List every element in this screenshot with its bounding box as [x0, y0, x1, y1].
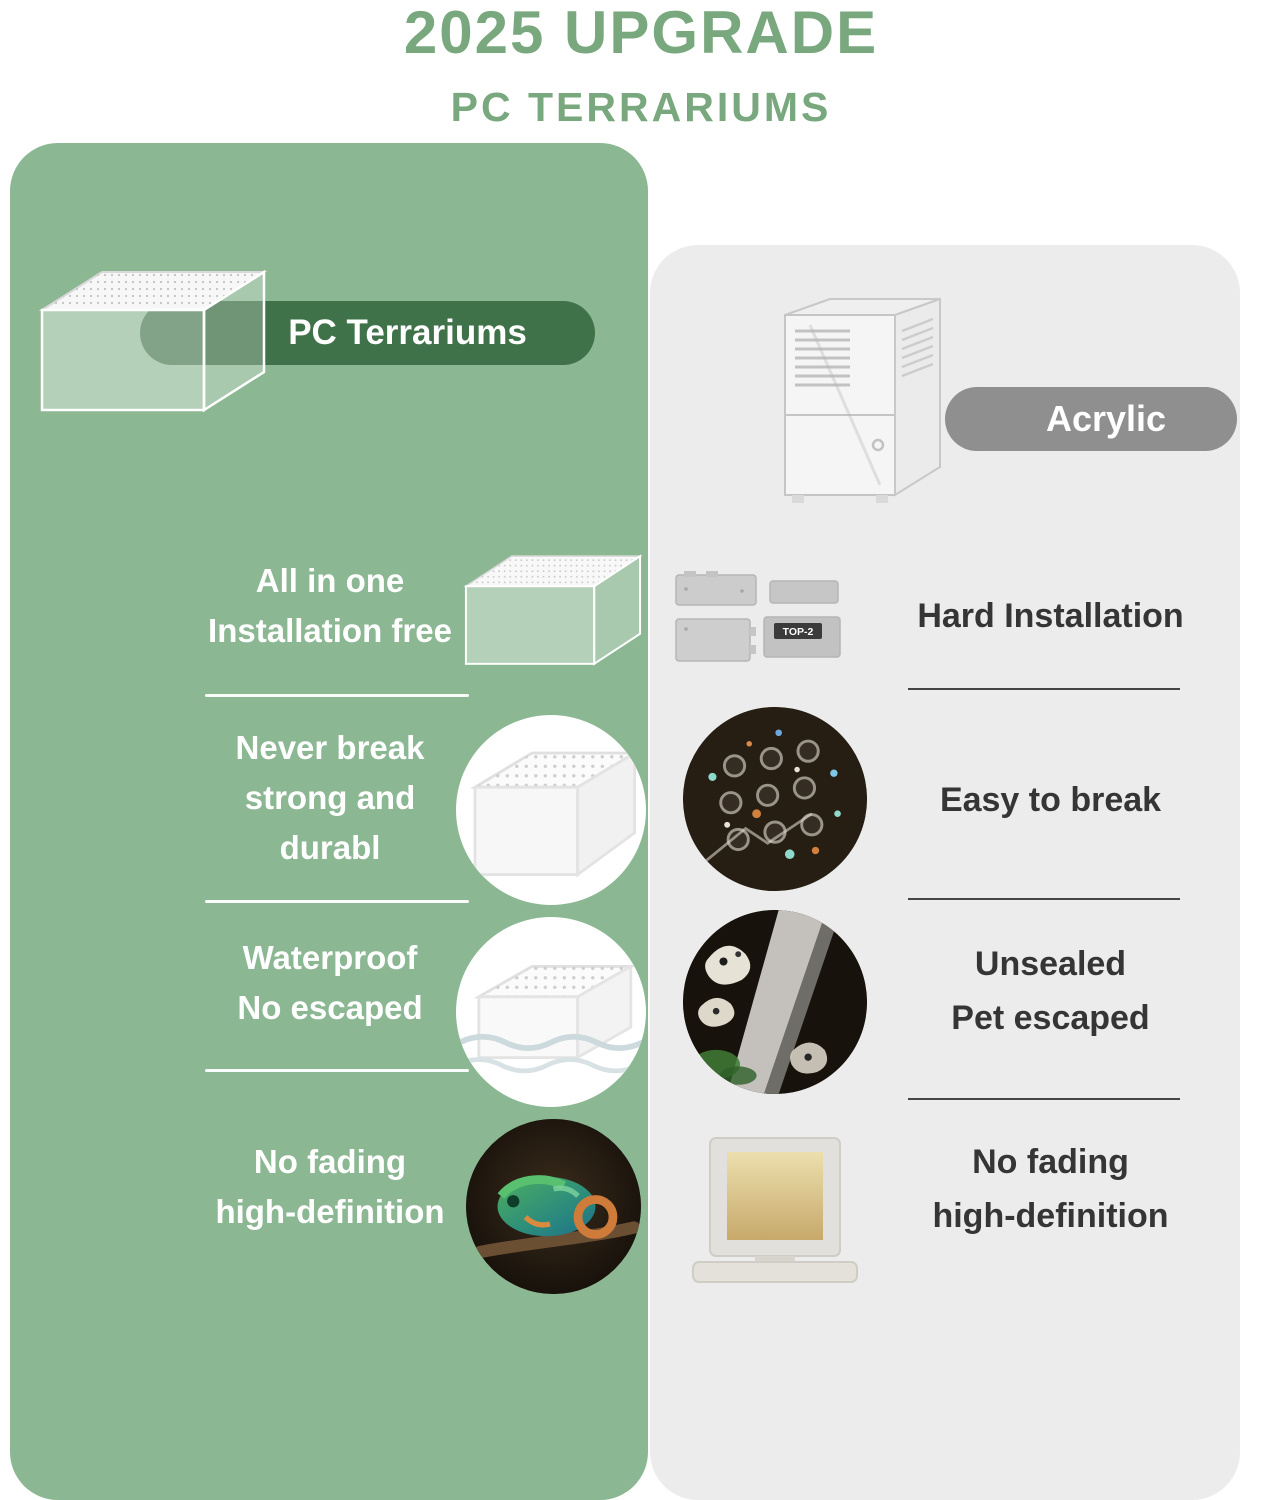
chameleon-image	[466, 1119, 641, 1294]
divider	[908, 1098, 1180, 1100]
terrarium-in-water-image	[456, 917, 646, 1107]
pc-terrarium-drawing	[38, 269, 268, 413]
feature-waterproof: Waterproof No escaped	[170, 933, 490, 1033]
unsealed-gap-image	[683, 910, 867, 1094]
feature-line: Installation free	[208, 612, 452, 649]
acrylic-badge-label: Acrylic	[1045, 398, 1167, 439]
broken-acrylic-image	[683, 707, 867, 891]
terrarium-in-water-drawing	[456, 963, 644, 1074]
drawback-easy-to-break: Easy to break	[878, 773, 1223, 827]
acrylic-panel: Acrylic	[650, 245, 1240, 1500]
feature-line: Waterproof	[242, 939, 418, 976]
terrarium-corner-image	[456, 715, 646, 905]
feature-no-fading: No fading high-definition	[170, 1137, 490, 1237]
pc-terrariums-badge: PC Terrariums	[140, 301, 595, 365]
divider	[205, 694, 469, 697]
divider	[205, 900, 469, 903]
feature-never-break: Never break strong and durabl	[170, 723, 490, 873]
assembled-terrarium-image	[458, 546, 648, 674]
drawback-line: No fading	[972, 1143, 1129, 1181]
feature-line: No escaped	[237, 989, 423, 1026]
yellowed-acrylic-frame-drawing	[692, 1137, 858, 1283]
feature-line: high-definition	[215, 1193, 445, 1230]
assembled-terrarium-drawing	[463, 554, 643, 666]
feature-line: Never break	[235, 729, 425, 766]
drawback-unsealed: Unsealed Pet escaped	[878, 937, 1223, 1045]
feature-line: durabl	[279, 829, 381, 866]
flat-acrylic-panels-drawing: TOP-2	[675, 571, 841, 662]
divider	[908, 898, 1180, 900]
drawback-line: Pet escaped	[951, 999, 1150, 1037]
acrylic-terrarium-drawing	[784, 297, 941, 503]
drawback-fading: No fading high-definition	[878, 1135, 1223, 1243]
pc-terrariums-panel: PC Terrariums All in one Installation fr…	[10, 143, 648, 1500]
pc-terrariums-badge-label: PC Terrariums	[288, 313, 527, 352]
yellowed-acrylic-frame-image	[685, 1130, 865, 1300]
pc-terrarium-image	[32, 258, 272, 423]
feature-line: All in one	[255, 562, 405, 599]
unsealed-gap-drawing	[683, 910, 867, 1094]
drawback-line: Hard Installation	[917, 597, 1184, 635]
page-subtitle: PC TERRARIUMS	[450, 84, 832, 130]
divider	[908, 688, 1180, 690]
terrarium-corner-drawing	[469, 750, 640, 878]
feature-line: No fading	[253, 1143, 407, 1180]
flat-acrylic-panels-image: TOP-2	[672, 567, 872, 667]
drawback-line: Unsealed	[974, 945, 1127, 983]
feature-line: strong and	[244, 779, 416, 816]
acrylic-badge: Acrylic	[945, 387, 1237, 451]
chameleon-drawing	[466, 1119, 641, 1294]
top2-label: TOP-2	[783, 626, 814, 638]
feature-all-in-one: All in one Installation free	[170, 556, 490, 656]
divider	[205, 1069, 469, 1072]
drawback-hard-installation: Hard Installation	[878, 589, 1223, 643]
acrylic-terrarium-image	[750, 285, 965, 525]
page-title: 2025 UPGRADE	[403, 0, 879, 66]
broken-acrylic-drawing	[683, 707, 867, 891]
drawback-line: high-definition	[932, 1197, 1169, 1235]
drawback-line: Easy to break	[939, 781, 1162, 819]
